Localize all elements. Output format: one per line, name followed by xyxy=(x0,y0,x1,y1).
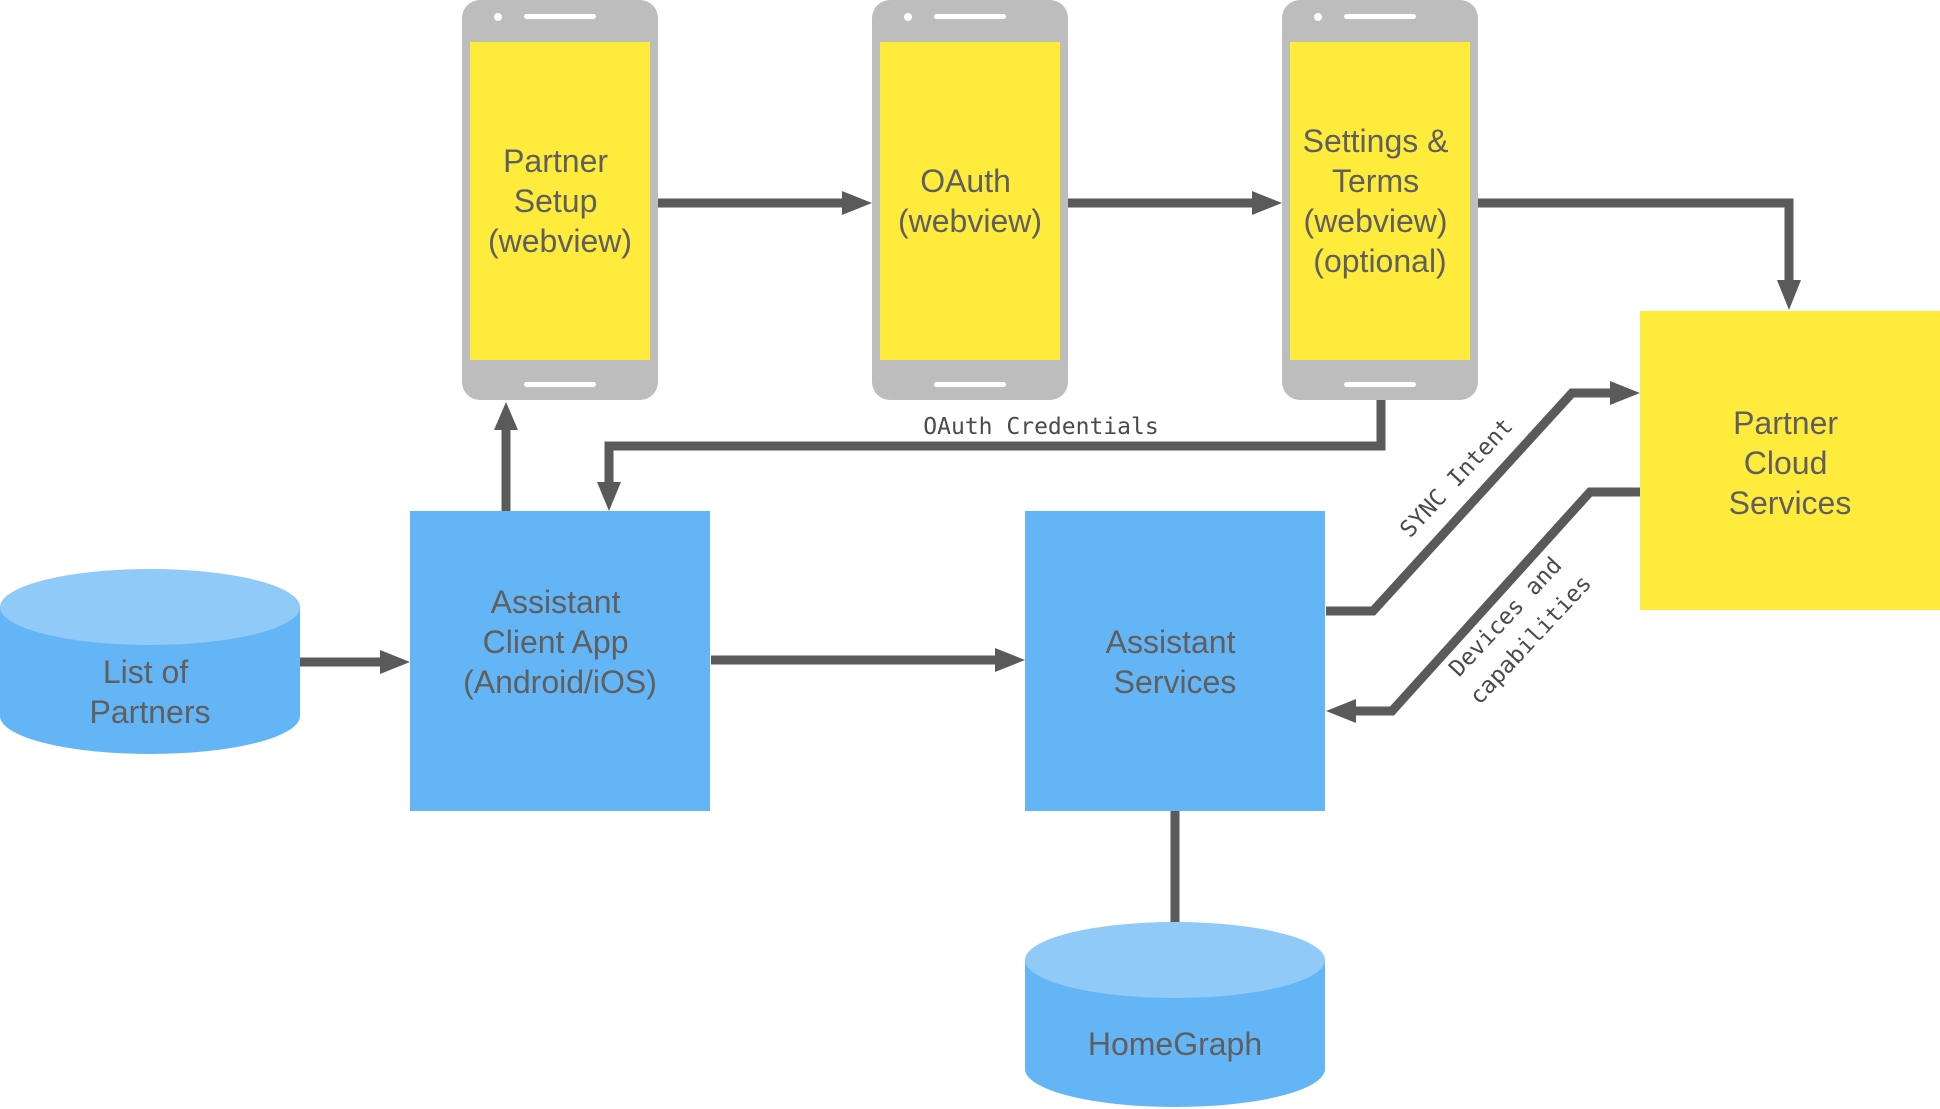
list-of-partners-line2: Partners xyxy=(90,694,211,730)
partner-cloud-services-box: Partner Cloud Services xyxy=(1640,311,1940,610)
list-of-partners-line1: List of xyxy=(103,654,188,690)
homegraph-cylinder: HomeGraph xyxy=(1025,922,1325,1107)
phone-settings-terms: Settings & Terms (webview) (optional) xyxy=(1282,0,1478,400)
svg-text:List of Partners: List of Partners xyxy=(90,654,211,730)
svg-text:Partner Cloud Serv: Partner Cloud Services xyxy=(1729,405,1852,521)
phone-oauth: OAuth (webview) xyxy=(872,0,1068,400)
assistant-services-line1: Assistant xyxy=(1106,624,1236,660)
oauth-credentials-label: OAuth Credentials xyxy=(923,414,1158,440)
assistant-client-line2: Client App xyxy=(483,624,629,660)
svg-text:Partner Setup (web: Partner Setup (webview) xyxy=(488,143,632,259)
phone-speaker-icon xyxy=(934,14,1006,19)
assistant-services-line2: Services xyxy=(1114,664,1237,700)
partner-setup-line3: (webview) xyxy=(488,223,632,259)
settings-terms-line3: (webview) xyxy=(1304,203,1448,239)
arrow-client-to-services xyxy=(711,648,1025,672)
partner-cloud-line2: Cloud xyxy=(1744,445,1828,481)
svg-text:Assistant Services: Assistant Services xyxy=(1106,624,1245,700)
arrow-devices-capabilities xyxy=(1326,487,1640,723)
oauth-line1: OAuth xyxy=(920,163,1011,199)
settings-terms-line2: Terms xyxy=(1332,163,1419,199)
arrows xyxy=(284,191,1801,953)
partner-cloud-line1: Partner xyxy=(1733,405,1838,441)
svg-text:HomeGraph: HomeGraph xyxy=(1088,1026,1262,1062)
arrow-client-to-partner-setup xyxy=(494,402,518,511)
phone-home-bar-icon xyxy=(934,382,1006,387)
settings-terms-line1: Settings & xyxy=(1303,123,1449,159)
partner-setup-line2: Setup xyxy=(514,183,598,219)
svg-text:Assistant Client App: Assistant Client App (Android/iOS) xyxy=(463,584,657,700)
homegraph-label: HomeGraph xyxy=(1088,1026,1262,1062)
settings-terms-line4: (optional) xyxy=(1313,243,1446,279)
partner-cloud-line3: Services xyxy=(1729,485,1852,521)
arrow-partner-setup-to-oauth xyxy=(658,191,872,215)
svg-text:OAuth (webview): OAuth (webview) xyxy=(898,163,1042,239)
arrow-sync-intent xyxy=(1326,381,1640,616)
arrow-oauth-to-settings xyxy=(1067,191,1282,215)
assistant-services-box: Assistant Services xyxy=(1025,511,1325,811)
oauth-line2: (webview) xyxy=(898,203,1042,239)
arrow-partners-to-client xyxy=(284,650,410,674)
assistant-client-app-box: Assistant Client App (Android/iOS) xyxy=(410,511,710,811)
arrow-oauth-credentials xyxy=(597,400,1386,511)
svg-text:Settings & Terms (: Settings & Terms (webview) (optional) xyxy=(1303,123,1458,279)
phone-home-bar-icon xyxy=(1344,382,1416,387)
assistant-client-line3: (Android/iOS) xyxy=(463,664,657,700)
list-of-partners-cylinder: List of Partners xyxy=(0,569,300,754)
phone-speaker-icon xyxy=(524,14,596,19)
partner-setup-line1: Partner xyxy=(503,143,608,179)
arrow-settings-to-partner-cloud xyxy=(1477,198,1801,310)
phone-camera-icon xyxy=(1314,13,1322,21)
phone-home-bar-icon xyxy=(524,382,596,387)
phone-camera-icon xyxy=(904,13,912,21)
phone-partner-setup: Partner Setup (webview) xyxy=(462,0,658,400)
phone-speaker-icon xyxy=(1344,14,1416,19)
assistant-client-line1: Assistant xyxy=(491,584,621,620)
phone-camera-icon xyxy=(494,13,502,21)
